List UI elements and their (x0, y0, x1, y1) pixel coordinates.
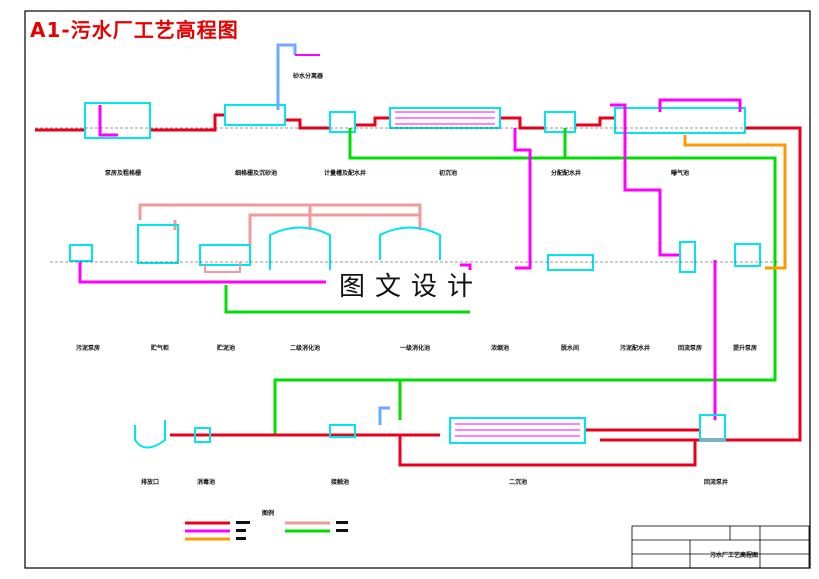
sand-washer (276, 43, 320, 110)
label-ww-pump: 提升泵房 (732, 345, 758, 352)
drawing-title: A1-污水厂工艺高程图 (30, 18, 239, 42)
secondary-hatch (455, 423, 580, 437)
intake-sludge (98, 105, 118, 137)
label-disinfect: 消毒池 (196, 479, 216, 486)
label-primary: 初沉池 (438, 170, 458, 177)
label-return-well: 回流泵井 (703, 479, 729, 486)
label-sludge-tank: 贮泥池 (216, 345, 236, 352)
label-sludge-dist: 污泥配水井 (619, 345, 651, 352)
legend-title: 图例 (262, 510, 275, 517)
dashed-axis-row2 (35, 127, 790, 263)
blue-riser-row3 (378, 406, 390, 425)
title-block (631, 525, 810, 569)
legend-swatches (185, 521, 330, 541)
label-thickener: 浓缩池 (490, 345, 510, 352)
label-digester1: 一级消化池 (399, 345, 431, 352)
drawing-frame (24, 10, 811, 569)
label-dist-well: 分配配水井 (550, 170, 582, 177)
primary-tank-hatch (395, 111, 495, 125)
label-fine-screen: 细格栅及沉砂池 (234, 170, 278, 177)
label-secondary: 二沉池 (508, 479, 528, 486)
label-contact: 接触池 (330, 479, 350, 486)
sludge-row2-red (204, 262, 241, 273)
label-digester2: 二级消化池 (289, 345, 321, 352)
structures-row3 (134, 414, 726, 449)
title-block-name: 污水厂工艺高程图 (710, 552, 759, 559)
air-line (683, 135, 787, 270)
return-sludge-pink (138, 203, 422, 245)
label-dewater: 脱水间 (560, 345, 580, 352)
label-distribution: 计量槽及配水井 (323, 170, 367, 177)
structures-row2 (69, 224, 761, 273)
aeration-top (658, 98, 742, 112)
label-sludge-pump: 污泥泵房 (75, 345, 101, 352)
label-outfall: 排放口 (140, 479, 160, 486)
label-gas-tank: 贮气柜 (150, 345, 170, 352)
label-return-pump: 回流泵房 (677, 345, 703, 352)
legend-text-bars (236, 521, 348, 540)
label-intake: 泵房及粗格栅 (104, 170, 142, 177)
supernatant-line-row1 (273, 128, 777, 435)
supernatant-line-row2 (224, 285, 470, 314)
sewage-line-row3 (170, 428, 700, 467)
watermark: 图文设计 (326, 270, 496, 304)
structures-row1 (84, 102, 746, 139)
label-sand-wash: 砂水分离器 (292, 73, 324, 80)
label-grit: 曝气池 (670, 170, 690, 177)
